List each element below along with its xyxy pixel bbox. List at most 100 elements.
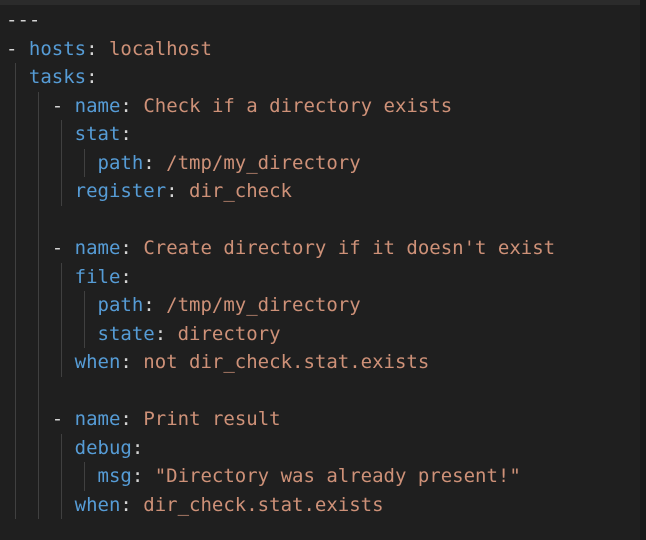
code-line-14[interactable] [6,376,638,405]
editor-top-strip [0,0,646,5]
code-line-18[interactable]: when: dir_check.stat.exists [6,490,638,519]
indent-guide [38,177,39,206]
yaml-key: msg [97,465,132,487]
indent-guide [38,433,39,462]
indent-guide [38,234,39,263]
indent-guide [15,348,16,377]
code-line-10[interactable]: file: [6,262,638,291]
code-line-7[interactable]: register: dir_check [6,177,638,206]
indent-guide [61,177,62,206]
yaml-key: name [74,408,121,430]
yaml-value: /tmp/my_directory [166,151,361,174]
indent-guide [38,291,39,320]
list-dash: - [51,408,75,430]
indent-guide [15,433,16,462]
indent-guide [61,291,62,320]
indent-guide [38,405,39,434]
yaml-key: register [74,180,167,202]
indent-guide [15,405,16,434]
code-line-8[interactable] [6,205,638,234]
yaml-value: Print result [143,408,281,430]
yaml-key: when [74,493,121,516]
list-dash: - [51,94,75,117]
yaml-key: path [97,294,144,316]
indent-guide [61,433,62,462]
indent-guide [38,462,39,491]
indent-guide [15,205,16,234]
code-line-5[interactable]: stat: [6,120,638,149]
indent-guide [84,462,85,491]
key-separator: : [143,151,167,174]
key-separator: : [120,123,132,145]
indent-guide [61,148,62,177]
key-separator: : [154,322,178,345]
indent-guide [38,319,39,348]
code-line-16[interactable]: debug: [6,433,638,462]
indent-guide [61,462,62,491]
code-line-2[interactable]: - hosts: localhost [6,35,638,64]
indent-guide [61,120,62,149]
indent-guide [15,91,16,120]
indent-guide [15,462,16,491]
key-separator: : [166,180,190,202]
yaml-value: dir_check [189,180,292,202]
code-line-17[interactable]: msg: "Directory was already present!" [6,462,638,491]
yaml-value: Check if a directory exists [143,94,453,117]
indent-guide [38,490,39,519]
indent-guide [61,490,62,519]
yaml-key: when [74,351,121,373]
list-dash: - [6,37,29,60]
code-line-1[interactable]: --- [6,6,638,35]
yaml-value: /tmp/my_directory [166,294,361,316]
key-separator: : [131,436,144,459]
code-line-6[interactable]: path: /tmp/my_directory [6,148,638,177]
indent-guide [38,376,39,405]
code-line-3[interactable]: tasks: [6,63,638,92]
code-line-12[interactable]: state: directory [6,319,638,348]
code-area[interactable]: --- - hosts: localhost tasks: - name: Ch… [6,6,638,519]
key-separator: : [86,37,109,60]
indent-guide [61,348,62,377]
key-separator: : [120,351,144,373]
yaml-key: debug [74,436,132,459]
yaml-key: name [74,94,121,117]
code-line-11[interactable]: path: /tmp/my_directory [6,291,638,320]
key-separator: : [120,237,144,259]
indent-guide [61,262,62,291]
indent-guide [38,348,39,377]
document-start-marker: --- [6,9,41,31]
yaml-key: stat [74,123,121,145]
indent-guide [38,91,39,120]
code-line-9[interactable]: - name: Create directory if it doesn't e… [6,234,638,263]
indent-guide [84,291,85,320]
list-dash: - [51,237,75,259]
indent-guide [15,234,16,263]
indent-guide [15,376,16,405]
key-separator: : [120,265,132,288]
editor-scrollbar-track[interactable] [640,0,646,540]
yaml-key: state [97,322,155,345]
indent-guide [15,148,16,177]
key-separator: : [86,66,98,88]
yaml-value: Create directory if it doesn't exist [143,237,556,259]
indent-guide [15,63,16,92]
yaml-key: hosts [28,37,87,60]
yaml-value: "Directory was already present!" [154,465,521,487]
indent-guide [84,319,85,348]
indent-guide [15,120,16,149]
yaml-key: path [97,151,144,174]
indent-guide [15,490,16,519]
code-line-4[interactable]: - name: Check if a directory exists [6,91,638,120]
key-separator: : [120,493,144,516]
code-line-15[interactable]: - name: Print result [6,405,638,434]
yaml-key: tasks [28,66,87,88]
code-line-13[interactable]: when: not dir_check.stat.exists [6,348,638,377]
indent-guide [15,177,16,206]
key-separator: : [120,94,144,117]
indent-guide [38,120,39,149]
yaml-value: dir_check.stat.exists [143,493,384,516]
key-separator: : [131,465,155,487]
indent-guide [15,262,16,291]
indent-guide [15,319,16,348]
